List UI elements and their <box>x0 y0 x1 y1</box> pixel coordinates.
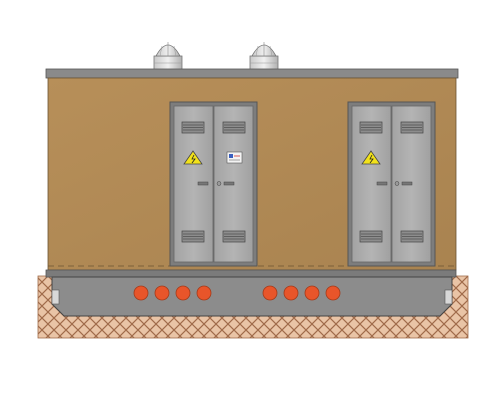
door-unit-right <box>347 101 436 267</box>
door-handle[interactable] <box>197 181 209 186</box>
indicator-light-icon <box>175 285 191 301</box>
door-lock-icon[interactable] <box>394 181 400 186</box>
door-handle[interactable] <box>401 181 413 186</box>
indicator-light-icon <box>283 285 299 301</box>
indicator-lights-left <box>133 285 212 301</box>
door-vent <box>400 121 424 134</box>
door-vent <box>222 230 246 243</box>
roof-vent-left <box>153 42 183 71</box>
indicator-lights-right <box>262 285 341 301</box>
door-lock-icon[interactable] <box>216 181 222 186</box>
indicator-light-icon <box>304 285 320 301</box>
equipment-label-plate-icon <box>226 151 243 164</box>
door-vent <box>181 121 205 134</box>
door-vent <box>359 230 383 243</box>
door-vent <box>181 230 205 243</box>
foundation-base <box>45 269 457 317</box>
door-unit-left <box>169 101 258 267</box>
door-vent <box>222 121 246 134</box>
door-vent <box>400 230 424 243</box>
door-vent <box>359 121 383 134</box>
roof-slab <box>45 68 459 79</box>
indicator-light-icon <box>154 285 170 301</box>
indicator-light-icon <box>325 285 341 301</box>
indicator-light-icon <box>133 285 149 301</box>
indicator-light-icon <box>196 285 212 301</box>
door-handle[interactable] <box>376 181 388 186</box>
door-handle[interactable] <box>223 181 235 186</box>
indicator-light-icon <box>262 285 278 301</box>
roof-vent-right <box>249 42 279 71</box>
